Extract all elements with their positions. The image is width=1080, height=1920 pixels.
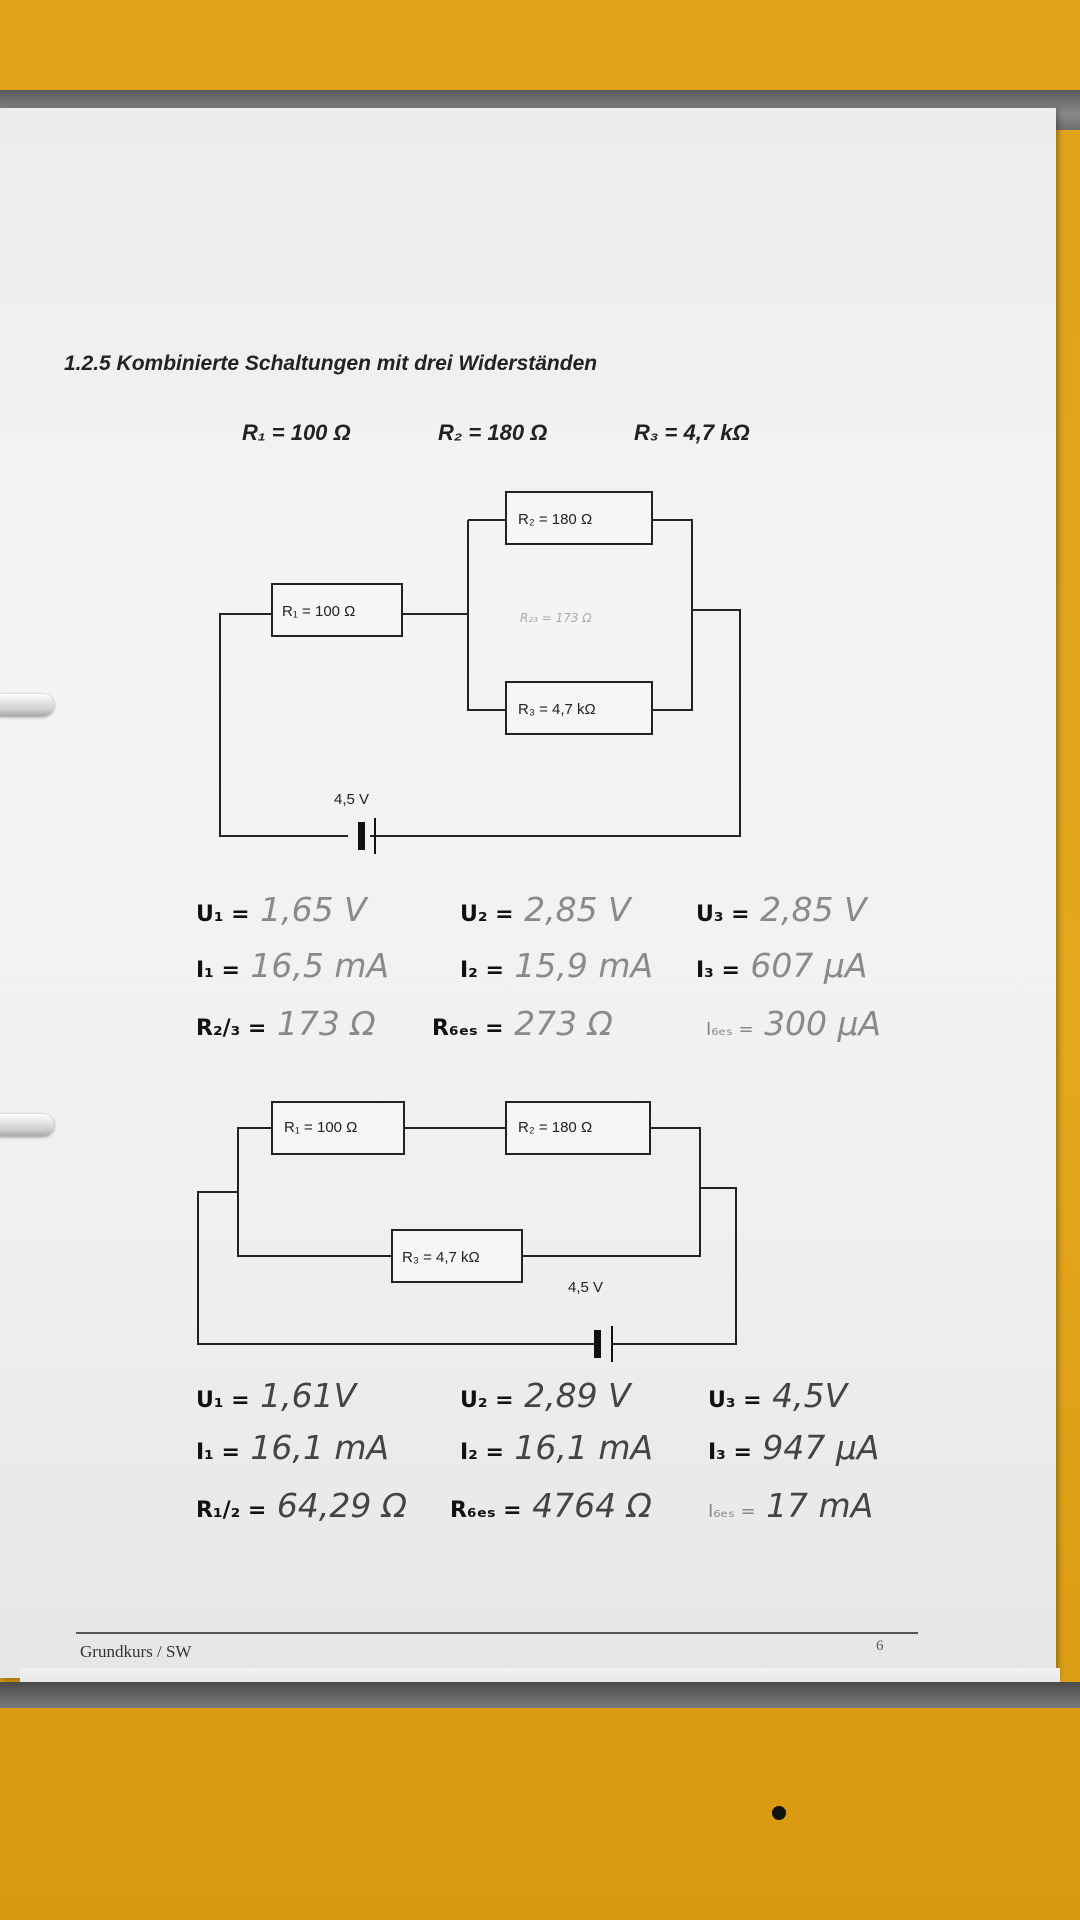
c1-u2-value: 2,85 V <box>524 890 631 929</box>
c2-i2-label: I₂ = <box>460 1440 504 1465</box>
c1-u1-value: 1,65 V <box>260 890 367 929</box>
c1-i2-label: I₂ = <box>460 958 504 983</box>
binder-ring-top <box>0 694 54 716</box>
circuit2-battery-icon <box>594 1326 613 1362</box>
c2-u3-value: 4,5V <box>772 1376 848 1415</box>
c2-i2-value: 16,1 mA <box>514 1428 654 1467</box>
section-heading: 1.2.5 Kombinierte Schaltungen mit drei W… <box>64 352 598 375</box>
binder-bottom-edge <box>0 1682 1080 1708</box>
c2-i1-value: 16,1 mA <box>250 1428 390 1467</box>
c2-u2-label: U₂ = <box>460 1388 514 1413</box>
c1-iges-label: I₆ₑₛ = <box>706 1019 754 1040</box>
c2-r12-row: R₁/₂ = 64,29 Ω <box>196 1486 407 1525</box>
c1-i1-row: I₁ = 16,5 mA <box>196 946 389 985</box>
circuit1-voltage: 4,5 V <box>334 791 369 808</box>
c2-i3-row: I₃ = 947 µA <box>708 1428 879 1467</box>
c1-u3-row: U₃ = 2,85 V <box>696 890 867 929</box>
c1-u1-label: U₁ = <box>196 902 250 927</box>
c2-u2-value: 2,89 V <box>524 1376 631 1415</box>
circuit1-pencil-note: R₂₃ = 173 Ω <box>520 611 592 625</box>
c2-i3-label: I₃ = <box>708 1440 752 1465</box>
worksheet-page <box>0 108 1056 1678</box>
c1-i3-label: I₃ = <box>696 958 740 983</box>
c1-i1-label: I₁ = <box>196 958 240 983</box>
circuit2-voltage: 4,5 V <box>568 1279 603 1296</box>
c1-u3-value: 2,85 V <box>760 890 867 929</box>
page-number: 6 <box>876 1638 884 1654</box>
r1-value: R₁ = 100 Ω <box>242 420 351 445</box>
footer-rule <box>76 1632 918 1634</box>
circuit1-battery-icon <box>358 818 376 854</box>
c2-u3-row: U₃ = 4,5V <box>708 1376 847 1415</box>
r3-value: R₃ = 4,7 kΩ <box>634 420 750 445</box>
circuit1-r3-label: R₃ = 4,7 kΩ <box>518 701 596 718</box>
c1-iges-row: I₆ₑₛ = 300 µA <box>706 1004 881 1043</box>
c2-u1-value: 1,61V <box>260 1376 357 1415</box>
c2-rges-value: 4764 Ω <box>532 1486 652 1525</box>
circuit2-wires <box>197 1127 737 1345</box>
circuit1-wires <box>219 519 741 837</box>
c2-u3-label: U₃ = <box>708 1388 762 1413</box>
c2-iges-label: I₆ₑₛ = <box>708 1501 756 1522</box>
footer-course: Grundkurs / SW <box>80 1642 192 1661</box>
c1-r23-label: R₂/₃ = <box>196 1016 267 1041</box>
c1-u3-label: U₃ = <box>696 902 750 927</box>
c1-u2-row: U₂ = 2,85 V <box>460 890 631 929</box>
c2-rges-row: R₆ₑₛ = 4764 Ω <box>450 1486 652 1525</box>
c1-rges-row: R₆ₑₛ = 273 Ω <box>432 1004 613 1043</box>
c2-rges-label: R₆ₑₛ = <box>450 1498 522 1523</box>
circuit2-r2-box <box>505 1101 651 1155</box>
r2-value: R₂ = 180 Ω <box>438 420 548 445</box>
c2-u1-row: U₁ = 1,61V <box>196 1376 356 1415</box>
table-spot <box>772 1806 786 1820</box>
c2-r12-label: R₁/₂ = <box>196 1498 267 1523</box>
c1-i3-row: I₃ = 607 µA <box>696 946 867 985</box>
c2-i2-row: I₂ = 16,1 mA <box>460 1428 653 1467</box>
c2-i1-row: I₁ = 16,1 mA <box>196 1428 389 1467</box>
circuit2-r2-label: R₂ = 180 Ω <box>518 1119 592 1136</box>
c2-iges-row: I₆ₑₛ = 17 mA <box>708 1486 873 1525</box>
c1-iges-value: 300 µA <box>764 1004 882 1043</box>
circuit2-r3-box <box>391 1229 523 1283</box>
circuit1-r1-box <box>271 583 403 637</box>
circuit1-r1-label: R₁ = 100 Ω <box>282 603 355 620</box>
c1-i1-value: 16,5 mA <box>250 946 390 985</box>
c1-r23-row: R₂/₃ = 173 Ω <box>196 1004 376 1043</box>
c2-r12-value: 64,29 Ω <box>276 1486 408 1525</box>
c2-iges-value: 17 mA <box>766 1486 874 1525</box>
circuit2-r1-label: R₁ = 100 Ω <box>284 1119 357 1136</box>
c2-u1-label: U₁ = <box>196 1388 250 1413</box>
c1-rges-label: R₆ₑₛ = <box>432 1016 504 1041</box>
c2-i3-value: 947 µA <box>762 1428 880 1467</box>
c2-u2-row: U₂ = 2,89 V <box>460 1376 631 1415</box>
binder-ring-bottom <box>0 1114 54 1136</box>
c1-i3-value: 607 µA <box>750 946 868 985</box>
c1-rges-value: 273 Ω <box>514 1004 613 1043</box>
c1-u1-row: U₁ = 1,65 V <box>196 890 367 929</box>
c1-i2-row: I₂ = 15,9 mA <box>460 946 653 985</box>
circuit2-r1-box <box>271 1101 405 1155</box>
c1-i2-value: 15,9 mA <box>514 946 654 985</box>
circuit2-r3-label: R₃ = 4,7 kΩ <box>402 1249 480 1266</box>
circuit1-r2-label: R₂ = 180 Ω <box>518 511 592 528</box>
c1-r23-value: 173 Ω <box>276 1004 376 1043</box>
circuit1-r2-box <box>505 491 653 545</box>
circuit1-r3-box <box>505 681 653 735</box>
c1-u2-label: U₂ = <box>460 902 514 927</box>
c2-i1-label: I₁ = <box>196 1440 240 1465</box>
